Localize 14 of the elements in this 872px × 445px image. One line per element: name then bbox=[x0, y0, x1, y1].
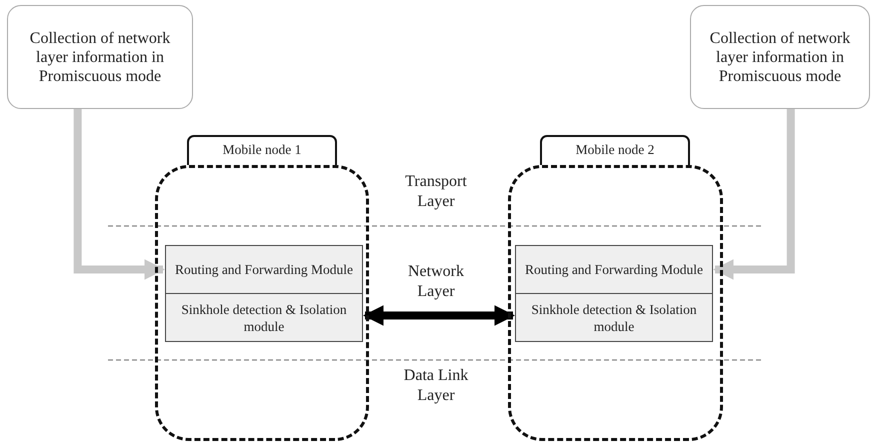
module-box: Sinkhole detection & Isolation module bbox=[165, 293, 363, 342]
node-title-tab: Mobile node 1 bbox=[187, 135, 337, 165]
info-box: Collection of network layer information in Promiscuous mode bbox=[7, 5, 193, 109]
module-box: Routing and Forwarding Module bbox=[165, 245, 363, 294]
block-arrow bbox=[74, 109, 166, 280]
module-box: Routing and Forwarding Module bbox=[515, 245, 713, 294]
double-arrow bbox=[362, 305, 516, 326]
module-box: Sinkhole detection & Isolation module bbox=[515, 293, 713, 342]
node-title-tab: Mobile node 2 bbox=[540, 135, 690, 165]
layer-label: Network Layer bbox=[407, 262, 465, 302]
layer-label: Transport Layer bbox=[404, 172, 468, 212]
info-box: Collection of network layer information in Promiscuous mode bbox=[690, 5, 870, 109]
layer-label: Data Link Layer bbox=[402, 366, 470, 406]
block-arrow bbox=[712, 109, 795, 280]
